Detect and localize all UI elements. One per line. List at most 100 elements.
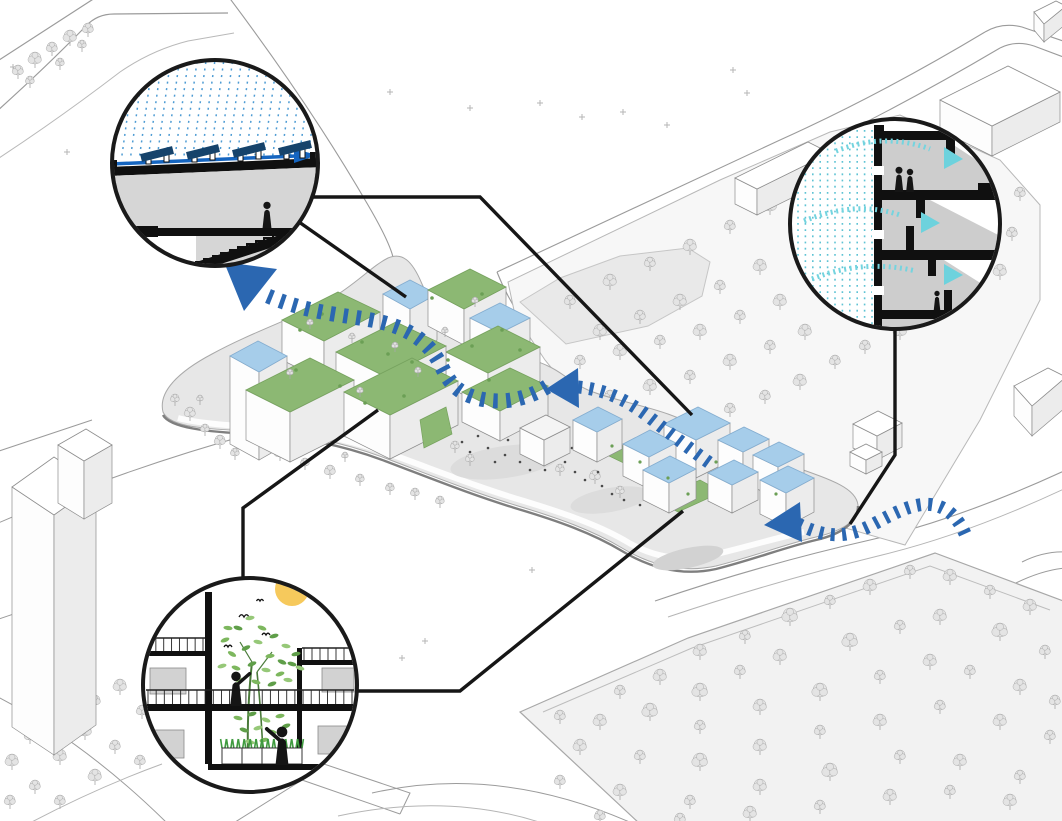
road-between-parks-1 <box>654 471 1062 602</box>
leader-vent-to-wind-arrow <box>848 329 897 525</box>
leader-courtyard-to-green-roof <box>241 408 379 578</box>
callout-courtyard-section <box>141 576 359 794</box>
vent-arrow-tail-2 <box>803 206 901 224</box>
road-topleft-parcel-inner <box>0 32 235 158</box>
right-balcony-slab <box>302 660 354 665</box>
site-buildings-east <box>572 406 815 528</box>
leader-lines <box>241 195 897 693</box>
trees-southeast-park <box>553 564 1061 821</box>
rain-lines <box>114 62 316 157</box>
callout-courtyard-ring <box>141 576 359 794</box>
wind-arrowhead-northwest <box>224 262 277 311</box>
context-buildings <box>11 0 1062 756</box>
vent-arrowhead-1 <box>944 147 963 169</box>
callout-roof-ring <box>110 58 320 268</box>
road-bottomcenter-2 <box>337 805 538 821</box>
bird-2 <box>261 632 271 637</box>
vent-wall-stub-f1b <box>906 226 914 250</box>
tree-branch-1 <box>239 641 253 663</box>
vent-arrowhead-2 <box>921 212 940 233</box>
person-bottom-floor <box>933 290 941 310</box>
vent-floor-slab-1 <box>874 190 998 200</box>
planter-box-2 <box>241 747 263 765</box>
avenue-corner-2 <box>999 42 1062 58</box>
avenue-corner-1 <box>984 24 1062 42</box>
vent-wall-stub-roof <box>946 140 955 156</box>
roof-wall-stub-right <box>310 152 316 182</box>
road-bottomleft-5 <box>32 763 163 821</box>
right-window-panel <box>321 667 355 693</box>
solar-panel <box>232 142 266 158</box>
tree-foliage-lower <box>233 711 291 745</box>
vent-wall-stub-f2a <box>928 260 936 276</box>
park-clearing <box>519 247 711 345</box>
context-building-ne-1 <box>939 65 1061 157</box>
survey-cross-marks <box>10 64 906 685</box>
road-bottomleft-1 <box>0 419 93 452</box>
vent-facade-window-2 <box>872 230 884 239</box>
road-between-parks-2 <box>667 489 1062 618</box>
vent-wall-stub-f1a <box>916 200 925 218</box>
wind-arrowhead-southeast <box>764 502 802 542</box>
wind-arrowhead-central <box>546 368 579 408</box>
plaza-pavilion <box>519 414 571 467</box>
bird-3 <box>223 644 233 649</box>
context-building-se-2 <box>849 443 883 475</box>
roof-water-line <box>114 154 297 166</box>
plaza-paving-2 <box>570 486 650 514</box>
roof-wall-stub-left <box>114 160 117 190</box>
trees-site-west-slope <box>170 393 240 460</box>
house-blue-roof-7 <box>707 459 759 514</box>
block-green-southwest <box>245 357 355 463</box>
leader-courtyard-to-east-cluster <box>357 509 685 693</box>
trees-topleft-parcel <box>11 22 94 88</box>
plaza-paving-3 <box>652 545 724 571</box>
vent-arrowhead-3 <box>944 264 963 285</box>
callout-vent-content <box>797 125 998 327</box>
courtyard-ground-slab <box>208 764 332 770</box>
vent-arrow-tail-3 <box>811 263 917 282</box>
stair-stringer <box>187 231 298 264</box>
left-building-wall <box>205 592 212 764</box>
person-top-floor-1 <box>894 166 904 192</box>
solar-panel <box>186 144 220 160</box>
left-balcony-slab <box>145 651 208 656</box>
walkway-rail-ticks <box>147 690 353 704</box>
leader-roof-to-tower <box>298 220 407 299</box>
solar-panel <box>140 146 174 162</box>
context-tower-annex <box>57 428 113 520</box>
person-on-roof-level <box>262 201 272 228</box>
vent-wall-stub-f2b <box>944 290 952 310</box>
house-blue-roof-1 <box>572 406 623 463</box>
vent-roof-slab <box>874 131 998 140</box>
trees-site-south <box>253 435 625 508</box>
vent-floor-slab-2 <box>874 250 998 260</box>
callout-vent-section <box>788 117 1002 331</box>
person-at-planter <box>264 726 289 765</box>
vent-facade-window-1 <box>872 166 884 175</box>
planter-shrubs <box>219 738 305 749</box>
bird-1 <box>238 614 250 619</box>
walkway-slab <box>146 704 354 711</box>
wind-arrow-tail-southeast <box>795 497 972 542</box>
vent-floor-slab-3 <box>874 310 998 319</box>
trees-on-green-roofs <box>286 296 479 397</box>
callout-vent-ring <box>788 117 1002 331</box>
person-on-walkway <box>230 671 252 706</box>
stair-steps <box>187 231 290 264</box>
daylight-wedge-floor1 <box>882 140 998 190</box>
context-building-topright <box>1033 0 1062 43</box>
avenue-line-1 <box>496 31 986 273</box>
road-topleft-corner <box>0 0 93 61</box>
context-building-east <box>1013 367 1062 437</box>
interior-floor-slab <box>136 228 294 236</box>
vent-roof-parapet <box>874 125 884 140</box>
planter-box-1 <box>221 747 243 765</box>
house-blue-roof-6 <box>642 455 697 514</box>
vent-floor1-parapet <box>978 183 998 191</box>
roof-slab <box>114 158 316 176</box>
solar-panel <box>278 140 312 156</box>
person-top-floor-2 <box>906 168 914 192</box>
